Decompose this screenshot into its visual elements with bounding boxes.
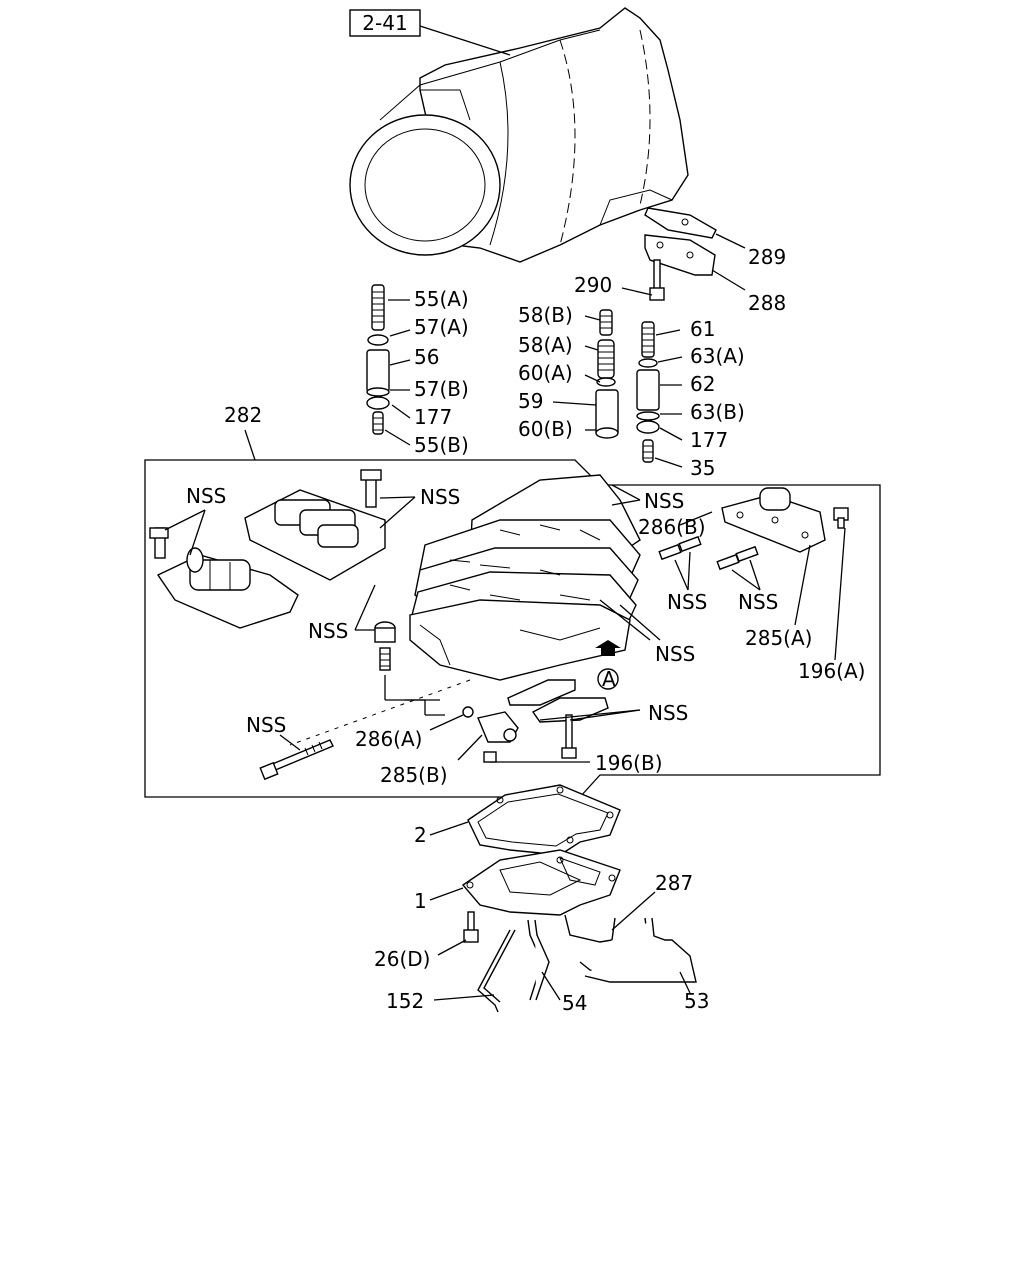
callout-54: 54: [562, 991, 587, 1015]
callout-58b: 58(B): [518, 303, 573, 327]
nss-label-4: NSS: [667, 590, 707, 614]
callout-26d: 26(D): [374, 947, 430, 971]
gasket-2: [467, 784, 621, 856]
bolt-196b: [561, 714, 577, 759]
callout-285b: 285(B): [380, 763, 448, 787]
nss-label-3: NSS: [644, 489, 684, 513]
callout-288: 288: [748, 291, 786, 315]
plate-289: [644, 207, 717, 239]
callout-1: 1: [414, 889, 427, 913]
callout-55b: 55(B): [414, 433, 469, 457]
bracket-285a: [721, 487, 826, 553]
callout-56: 56: [414, 345, 439, 369]
callout-196a: 196(A): [798, 659, 865, 683]
callout-63b: 63(B): [690, 400, 745, 424]
solenoid-285b: [477, 711, 519, 763]
plate-small: [507, 679, 576, 706]
nss-label-8: NSS: [648, 701, 688, 725]
nss-label-5: NSS: [738, 590, 778, 614]
nss-label-2: NSS: [420, 485, 460, 509]
callout-2: 2: [414, 823, 427, 847]
callout-177-right: 177: [690, 428, 728, 452]
valve-stack-left: [366, 284, 390, 435]
gasket-1: [461, 849, 621, 916]
callout-60b: 60(B): [518, 417, 573, 441]
nss-label-7: NSS: [655, 642, 695, 666]
assembly-frame-282: [144, 459, 881, 798]
callout-286b: 286(B): [638, 515, 706, 539]
nss-label-6: NSS: [308, 619, 348, 643]
callout-59: 59: [518, 389, 543, 413]
nss-label-9: NSS: [246, 713, 286, 737]
bolt-290: [649, 259, 665, 301]
arrow-marker: [595, 640, 621, 656]
callout-152: 152: [386, 989, 424, 1013]
block-288: [644, 234, 716, 276]
solenoid-body-left: [149, 527, 299, 629]
callout-61: 61: [690, 317, 715, 341]
callout-58a: 58(A): [518, 333, 573, 357]
callout-55a: 55(A): [414, 287, 469, 311]
callout-282: 282: [224, 403, 262, 427]
callout-57b: 57(B): [414, 377, 469, 401]
bolt-26d: [463, 911, 479, 943]
callout-286a: 286(A): [355, 727, 422, 751]
valve-stack-right: [636, 321, 660, 463]
transmission-housing: [349, 7, 689, 263]
circle-a-label: A: [602, 667, 616, 691]
callout-177-left: 177: [414, 405, 452, 429]
long-bolt: [259, 739, 334, 781]
callout-62: 62: [690, 372, 715, 396]
callout-35: 35: [690, 456, 715, 480]
callout-289: 289: [748, 245, 786, 269]
bolt-196a: [833, 507, 849, 529]
callout-63a: 63(A): [690, 344, 745, 368]
reference-box: [349, 9, 421, 37]
ref-circle-a: [597, 668, 619, 690]
callout-53: 53: [684, 989, 709, 1013]
solenoid-body-top: [244, 469, 386, 581]
callout-60a: 60(A): [518, 361, 573, 385]
oring-286a: [462, 706, 474, 718]
nss-label-1: NSS: [186, 484, 226, 508]
springs-286b: [658, 535, 759, 571]
plate-small-2: [531, 697, 609, 723]
valve-body-plates: [409, 474, 641, 681]
ref-box-label: 2-41: [362, 11, 407, 35]
cap-and-spring: [374, 621, 396, 671]
tube-287: [564, 914, 616, 943]
callout-287: 287: [655, 871, 693, 895]
valve-stack-middle: [595, 309, 619, 439]
callout-57a: 57(A): [414, 315, 469, 339]
callout-196b: 196(B): [595, 751, 663, 775]
callout-285a: 285(A): [745, 626, 812, 650]
callout-290: 290: [574, 273, 612, 297]
ref-leader: [419, 25, 511, 56]
